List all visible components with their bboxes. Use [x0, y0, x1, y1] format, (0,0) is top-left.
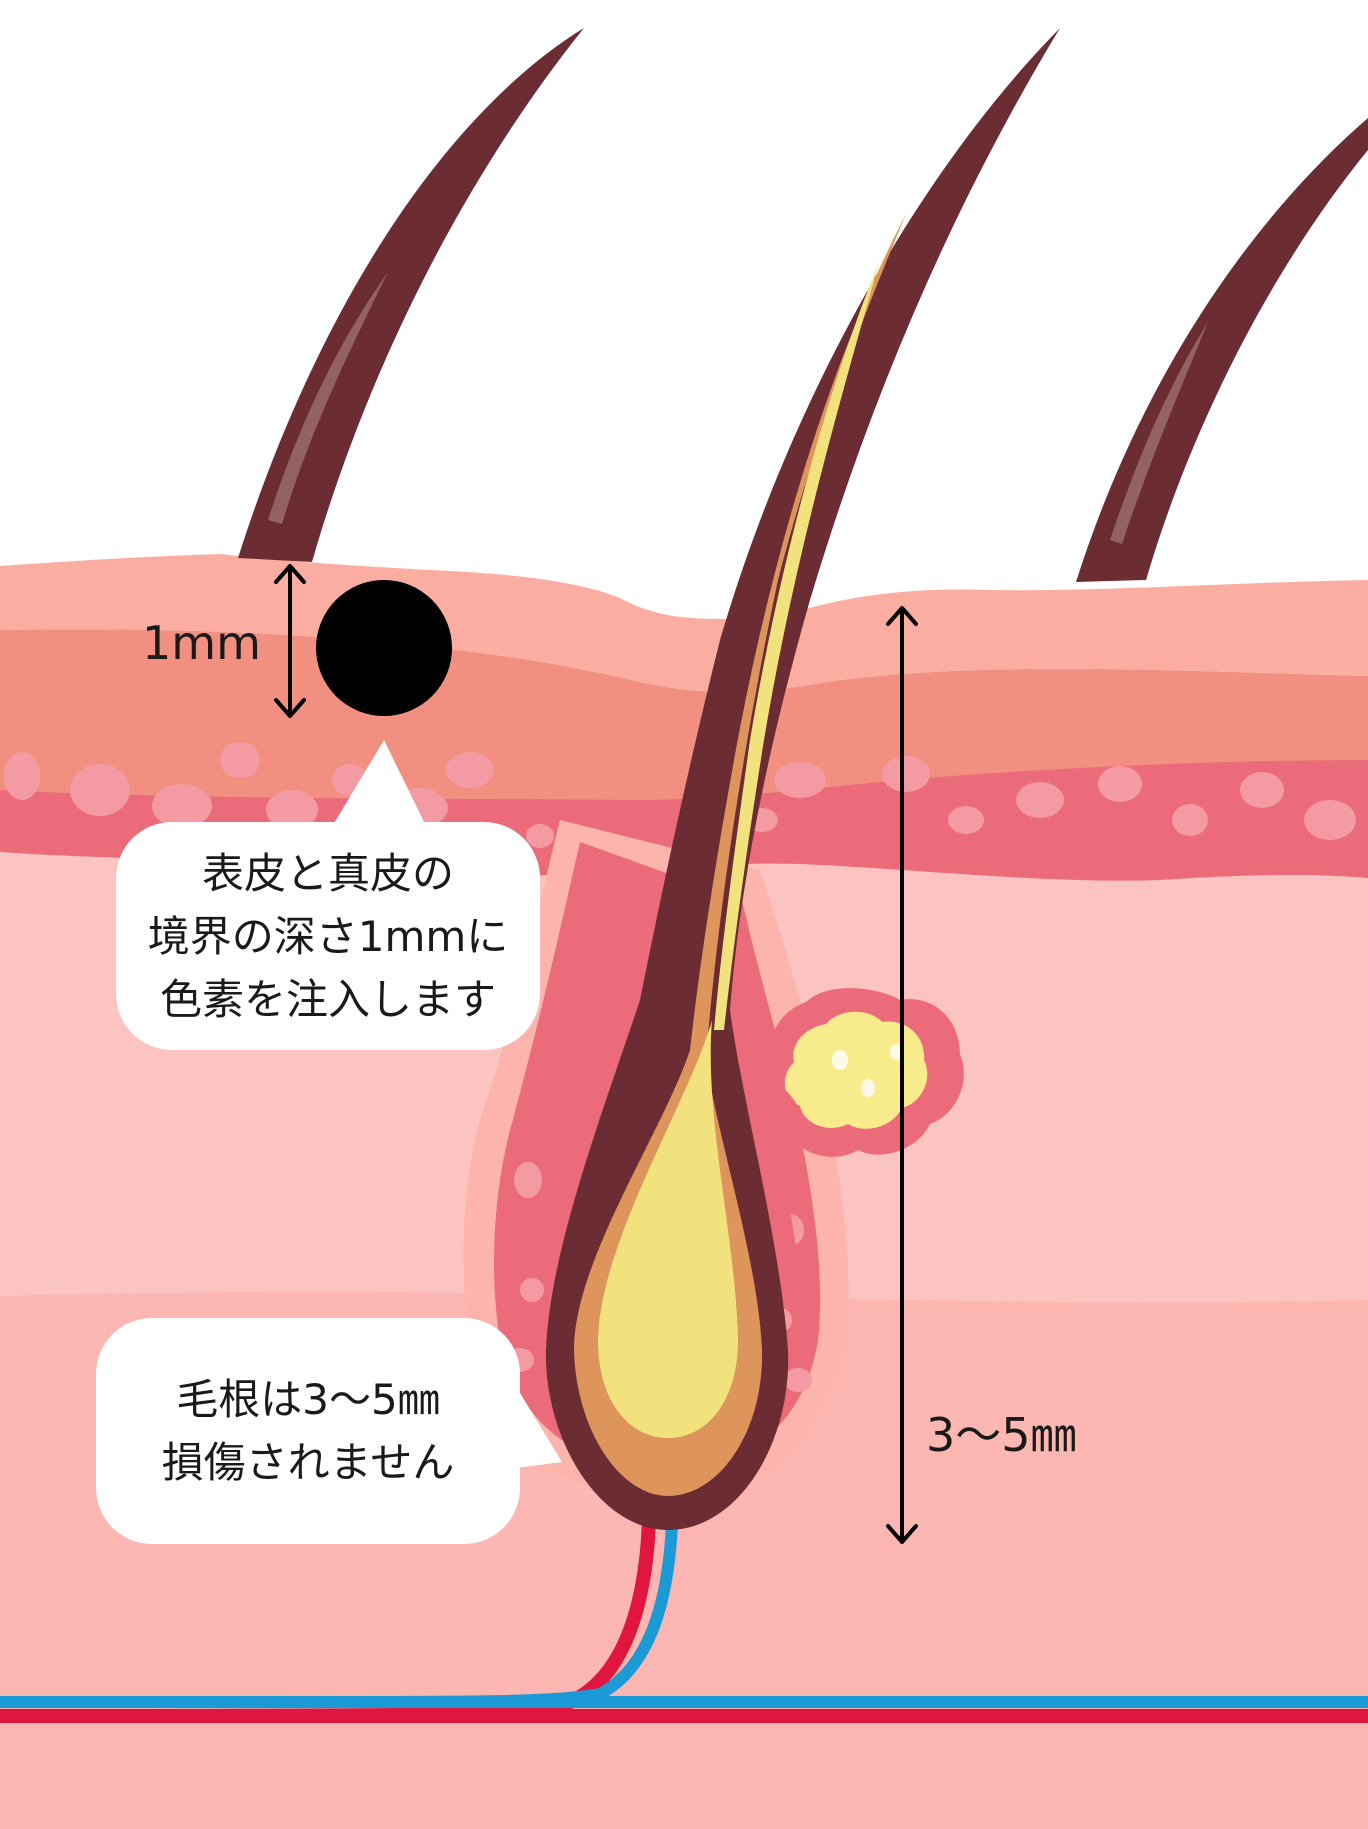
callout-line: 毛根は3〜5㎜ — [176, 1375, 440, 1424]
sebaceous-gland-droplets — [832, 1044, 902, 1097]
follicle-depth-label: 3〜5㎜ — [926, 1408, 1077, 1462]
pigment-dot-icon — [316, 580, 452, 716]
epidermis-depth-label: 1mm — [142, 616, 261, 670]
left-hair-highlight — [268, 272, 388, 524]
depth-arrow-3-5mm — [886, 606, 918, 1544]
hair-inner-highlight — [714, 260, 880, 1030]
epidermis-top-layer — [0, 554, 1368, 692]
bubble-tail-epidermis — [330, 740, 428, 830]
hair-root-callout-bubble: 毛根は3〜5㎜ 損傷されません — [96, 1318, 520, 1544]
callout-line: 表皮と真皮の — [201, 848, 454, 898]
double-arrow-icon — [274, 564, 306, 718]
callout-line: 色素を注入します — [159, 974, 496, 1024]
callout-line: 損傷されません — [161, 1438, 455, 1487]
sebaceous-gland-inner — [784, 1011, 928, 1129]
hair-root-bulb — [598, 1020, 738, 1438]
callout-line: 境界の深さ1mmに — [147, 911, 509, 961]
epidermis-callout-bubble: 表皮と真皮の 境界の深さ1mmに 色素を注入します — [116, 822, 540, 1050]
gland-duct — [746, 1081, 806, 1294]
right-hair-highlight — [1110, 322, 1208, 544]
dermis-dots — [4, 742, 1356, 864]
left-hair — [238, 28, 584, 562]
